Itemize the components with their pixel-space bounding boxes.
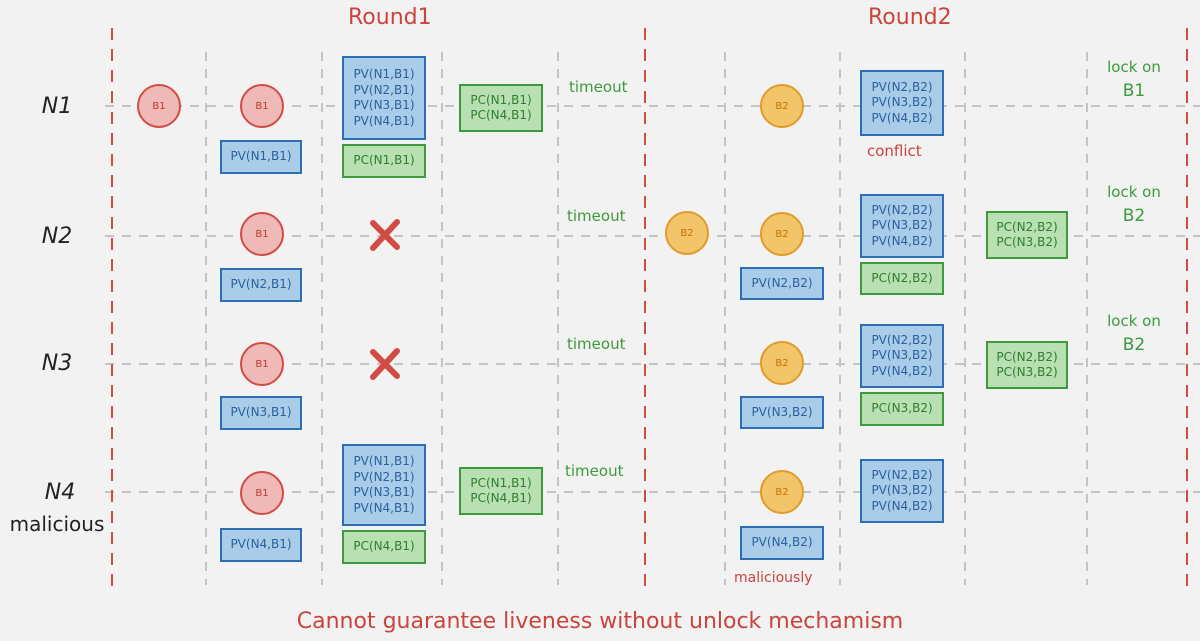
node-label-n1: N1 xyxy=(41,94,73,119)
prevote-box-n3-r2: PV(N3,B2) xyxy=(740,396,824,429)
precommit-set-n3-r2: PC(N2,B2) PC(N3,B2) xyxy=(986,341,1068,389)
prevote-set-n3-r2: PV(N2,B2) PV(N3,B2) PV(N4,B2) xyxy=(860,324,944,388)
lock-label-n3: lock on B2 xyxy=(1107,312,1161,355)
node-label-n3: N3 xyxy=(41,351,73,376)
prevote-set-n1-r2: PV(N2,B2) PV(N3,B2) PV(N4,B2) xyxy=(860,70,944,136)
round1-title: Round1 xyxy=(348,5,432,30)
prevote-box-n1-r1: PV(N1,B1) xyxy=(220,140,302,174)
prevote-set-n2-r2: PV(N2,B2) PV(N3,B2) PV(N4,B2) xyxy=(860,194,944,258)
block-b2-n2: B2 xyxy=(760,212,804,256)
block-b1-n1: B1 xyxy=(240,84,284,128)
precommit-box-n1-r1: PC(N1,B1) xyxy=(342,144,426,178)
prevote-box-n2-r2: PV(N2,B2) xyxy=(740,267,824,300)
block-b2-n1: B2 xyxy=(760,84,804,128)
maliciously-label: maliciously xyxy=(734,570,813,586)
precommit-box-n2-r2: PC(N2,B2) xyxy=(860,262,944,295)
cross-icon xyxy=(370,219,400,251)
precommit-box-n4-r1: PC(N4,B1) xyxy=(342,530,426,564)
round2-title: Round2 xyxy=(868,5,952,30)
conflict-label: conflict xyxy=(867,142,922,160)
lock-label-n2: lock on B2 xyxy=(1107,183,1161,226)
block-b2-n3: B2 xyxy=(760,341,804,385)
node-label-malicious: malicious xyxy=(9,512,105,536)
lock-label-n1: lock on B1 xyxy=(1107,58,1161,101)
block-b2-n4: B2 xyxy=(760,470,804,514)
node-label-n2: N2 xyxy=(41,224,73,249)
timeout-label-n1: timeout xyxy=(569,78,628,96)
footer-caption: Cannot guarantee liveness without unlock… xyxy=(296,609,904,634)
block-b2-proposal: B2 xyxy=(665,211,709,255)
node-label-n4: N4 xyxy=(44,480,76,505)
block-b1-n4: B1 xyxy=(240,471,284,515)
block-b1-n3: B1 xyxy=(240,342,284,386)
cross-icon xyxy=(370,348,400,380)
prevote-box-n4-r1: PV(N4,B1) xyxy=(220,528,302,562)
timeout-label-n4: timeout xyxy=(565,462,624,480)
precommit-set-n2-r2: PC(N2,B2) PC(N3,B2) xyxy=(986,211,1068,259)
block-b1-proposal: B1 xyxy=(137,84,181,128)
prevote-set-n1-r1: PV(N1,B1) PV(N2,B1) PV(N3,B1) PV(N4,B1) xyxy=(342,56,426,140)
timeout-label-n3: timeout xyxy=(567,335,626,353)
prevote-box-n3-r1: PV(N3,B1) xyxy=(220,396,302,430)
timeout-label-n2: timeout xyxy=(567,207,626,225)
prevote-set-n4-r2: PV(N2,B2) PV(N3,B2) PV(N4,B2) xyxy=(860,459,944,523)
prevote-box-n2-r1: PV(N2,B1) xyxy=(220,268,302,302)
block-b1-n2: B1 xyxy=(240,212,284,256)
prevote-box-n4-r2: PV(N4,B2) xyxy=(740,526,824,560)
precommit-box-n3-r2: PC(N3,B2) xyxy=(860,392,944,426)
precommit-set-n4-r1: PC(N1,B1) PC(N4,B1) xyxy=(459,467,543,515)
precommit-set-n1-r1: PC(N1,B1) PC(N4,B1) xyxy=(459,84,543,132)
prevote-set-n4-r1: PV(N1,B1) PV(N2,B1) PV(N3,B1) PV(N4,B1) xyxy=(342,444,426,526)
